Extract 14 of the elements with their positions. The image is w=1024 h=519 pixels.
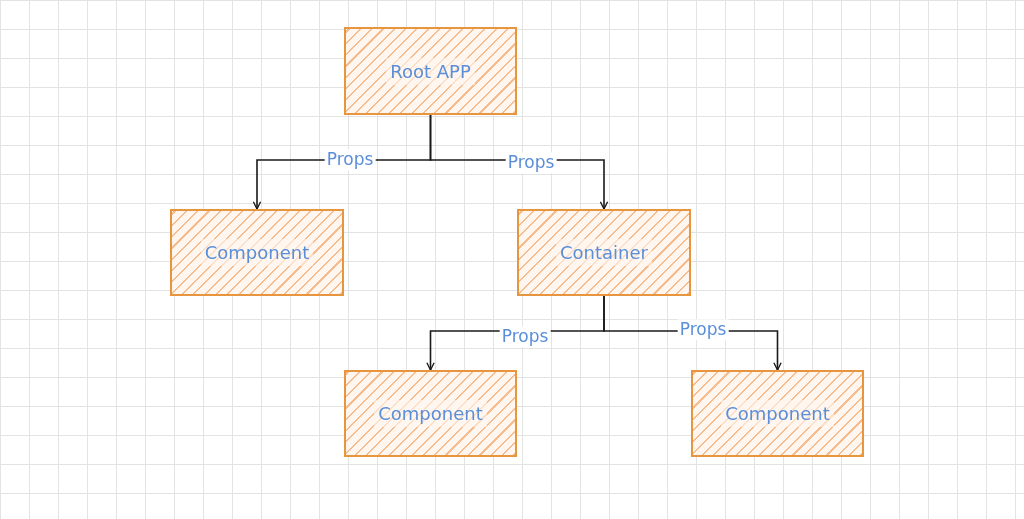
edge-label: Props	[677, 319, 729, 341]
edge-label: Props	[324, 149, 376, 171]
node-label: Component	[374, 400, 487, 427]
component-box	[344, 27, 517, 115]
component-box	[170, 209, 344, 296]
node-label: Container	[556, 239, 652, 266]
edge-label: Props	[505, 152, 557, 174]
component-box	[691, 370, 864, 457]
component-box	[344, 370, 517, 457]
node-label: Component	[200, 239, 314, 266]
edge-label: Props	[499, 326, 551, 348]
node-label: Component	[721, 400, 834, 427]
component-box	[517, 209, 691, 296]
node-label: Root APP	[386, 57, 475, 85]
